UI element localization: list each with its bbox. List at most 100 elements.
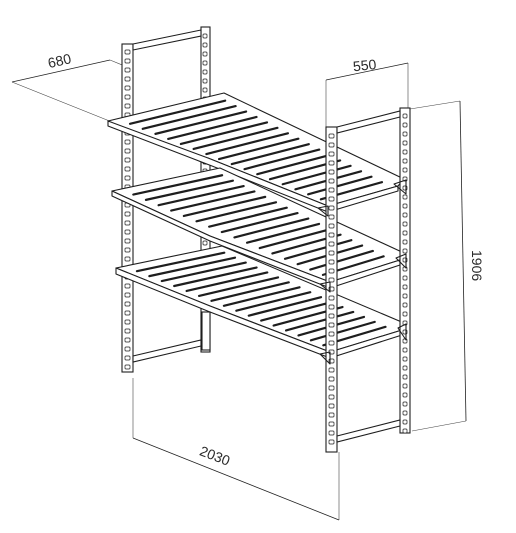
upright-slot [402, 347, 408, 353]
upright-slot [124, 319, 131, 325]
shelf-slat [197, 276, 280, 297]
upright-slot [402, 383, 408, 389]
upright-slot [124, 139, 131, 145]
shelf-slat [281, 164, 352, 186]
height-extension-bottom [411, 420, 467, 432]
shelf-slat [260, 301, 333, 322]
shelf-slat [256, 153, 331, 176]
upright-slot [124, 328, 131, 334]
upright-slot [124, 292, 131, 298]
shelf-slat [192, 126, 279, 151]
upright-slot [124, 85, 131, 91]
frame-top-rail [336, 110, 401, 134]
shelf-slat [258, 228, 331, 250]
upright-slot [124, 229, 131, 235]
upright-slot [328, 142, 335, 148]
upright-slot [402, 275, 408, 281]
shelf-slat [132, 174, 224, 196]
upright-slot [124, 364, 131, 370]
upright-slot [202, 51, 208, 57]
depth-extension-line [11, 81, 113, 123]
upright-slot [328, 367, 335, 373]
upright-slot [402, 410, 408, 416]
shelf-width-label: 550 [352, 56, 377, 74]
frame-bottom-rail [336, 419, 401, 443]
upright-slot [124, 337, 131, 343]
dimension-shelf-width: 550 [325, 56, 409, 127]
dimension-depth: 680 [11, 50, 133, 123]
upright-slot [124, 247, 131, 253]
upright-slot [202, 42, 208, 48]
upright-slot [402, 194, 408, 200]
shelf-slat [135, 251, 226, 273]
upright-slot [402, 239, 408, 245]
shelf-slat [205, 132, 289, 156]
upright-slot [402, 167, 408, 173]
shelf-slat [208, 206, 288, 228]
upright-slot [328, 376, 335, 382]
upright-slot [328, 295, 335, 301]
shelf-bracket [319, 351, 331, 365]
upright-slot [328, 187, 335, 193]
shelf-slat [243, 148, 321, 171]
upright-slot [402, 401, 408, 407]
shelf-slat [195, 201, 278, 223]
upright-slot [402, 248, 408, 254]
upright-slot [328, 385, 335, 391]
upright-slot [124, 283, 131, 289]
upright-slot [328, 250, 335, 256]
upright-slot [328, 169, 335, 175]
upright-slot [124, 94, 131, 100]
shelf-bracket [317, 205, 329, 217]
upright-slot [202, 87, 208, 93]
upright-slot [124, 76, 131, 82]
shelf-slat [144, 179, 234, 201]
upright-slot [402, 203, 408, 209]
length-label: 2030 [198, 443, 233, 469]
upright-slot [202, 78, 208, 84]
upright-slot [124, 211, 131, 217]
shelf-slat [210, 281, 290, 302]
upright-slot [328, 133, 335, 139]
upright-slot [328, 178, 335, 184]
upright-slot [202, 69, 208, 75]
shelf-slats [135, 251, 387, 347]
upright-slot [328, 160, 335, 166]
upright-slot [402, 419, 408, 425]
shelf-slat [309, 249, 374, 271]
upright-slot [202, 60, 208, 66]
support-leg-front-left [201, 311, 211, 351]
upright-slot [328, 214, 335, 220]
shelf-slat [217, 137, 300, 161]
upright-slot [124, 166, 131, 172]
upright-slot [328, 394, 335, 400]
upright-slot [202, 240, 208, 246]
upright-slot [124, 148, 131, 154]
upright-slot [402, 158, 408, 164]
upright-slot [124, 220, 131, 226]
upright-slot [402, 149, 408, 155]
frame-top-rail [132, 29, 202, 51]
upright-slot [328, 268, 335, 274]
shelf-slat [128, 99, 227, 125]
shelf-slat [235, 291, 312, 312]
shelf-slat [230, 143, 310, 166]
upright-slot [402, 428, 408, 434]
shelf-slat [167, 115, 258, 141]
upright-slot [124, 301, 131, 307]
shelf-slat [220, 211, 299, 234]
upright-slot [124, 355, 131, 361]
shelf-slat [247, 296, 323, 317]
upright-slot [328, 205, 335, 211]
depth-dimension-line [11, 59, 111, 83]
upright-frame-front-right [317, 107, 411, 453]
upright-slot [402, 356, 408, 362]
upright-slot [124, 49, 131, 55]
upright-slot [328, 430, 335, 436]
upright-slot [402, 230, 408, 236]
upright-slot [402, 392, 408, 398]
shelf-slat [307, 175, 373, 196]
height-extension-top [409, 100, 461, 110]
upright-slot [402, 311, 408, 317]
